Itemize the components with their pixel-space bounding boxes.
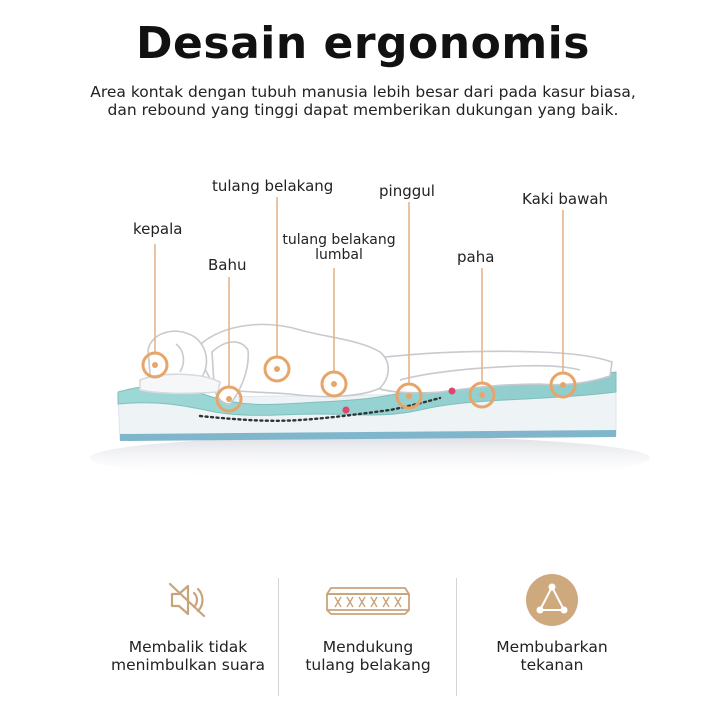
feature-pressure-line-2: tekanan (520, 656, 584, 674)
label-kaki-bawah: Kaki bawah (522, 190, 608, 208)
label-bahu: Bahu (208, 256, 247, 274)
spring-mattress-icon (326, 587, 410, 615)
feature-pressure: Membubarkan tekanan (452, 570, 652, 674)
muted-speaker-icon (168, 582, 206, 618)
contact-dot (342, 406, 350, 414)
point-kaki-bawah (549, 371, 577, 399)
triangle-nodes-icon (526, 574, 578, 626)
page-subtitle: Area kontak dengan tubuh manusia lebih b… (0, 83, 726, 119)
point-bahu (215, 385, 243, 413)
divider (278, 578, 279, 696)
point-tulang-belakang (263, 355, 291, 383)
page-title: Desain ergonomis (136, 18, 590, 69)
label-tulang-belakang: tulang belakang (212, 177, 333, 195)
contact-dot (448, 387, 456, 395)
mattress-shadow (90, 436, 650, 480)
point-kepala (141, 351, 169, 379)
human-body-outline (139, 323, 613, 405)
label-pinggul: pinggul (379, 182, 435, 200)
label-lumbal-line-2: lumbal (315, 247, 363, 263)
feature-support-line-2: tulang belakang (305, 656, 431, 674)
feature-silent: Membalik tidak menimbulkan suara (88, 570, 288, 674)
leader-lines (154, 197, 564, 387)
point-lumbal (320, 370, 348, 398)
divider (456, 578, 457, 696)
feature-support: Mendukung tulang belakang (268, 570, 468, 674)
feature-pressure-line-1: Membubarkan (496, 638, 608, 656)
pressure-points (141, 351, 577, 413)
feature-silent-line-1: Membalik tidak (128, 638, 248, 656)
feature-support-line-1: Mendukung (322, 638, 414, 656)
subtitle-line-1: Area kontak dengan tubuh manusia lebih b… (90, 83, 636, 101)
subtitle-line-2: dan rebound yang tinggi dapat memberikan… (107, 101, 619, 119)
feature-silent-line-2: menimbulkan suara (110, 656, 266, 674)
label-kepala: kepala (133, 220, 182, 238)
point-paha (468, 381, 496, 409)
point-pinggul (395, 382, 423, 410)
label-paha: paha (457, 248, 494, 266)
label-lumbal-line-1: tulang belakang (282, 232, 395, 248)
